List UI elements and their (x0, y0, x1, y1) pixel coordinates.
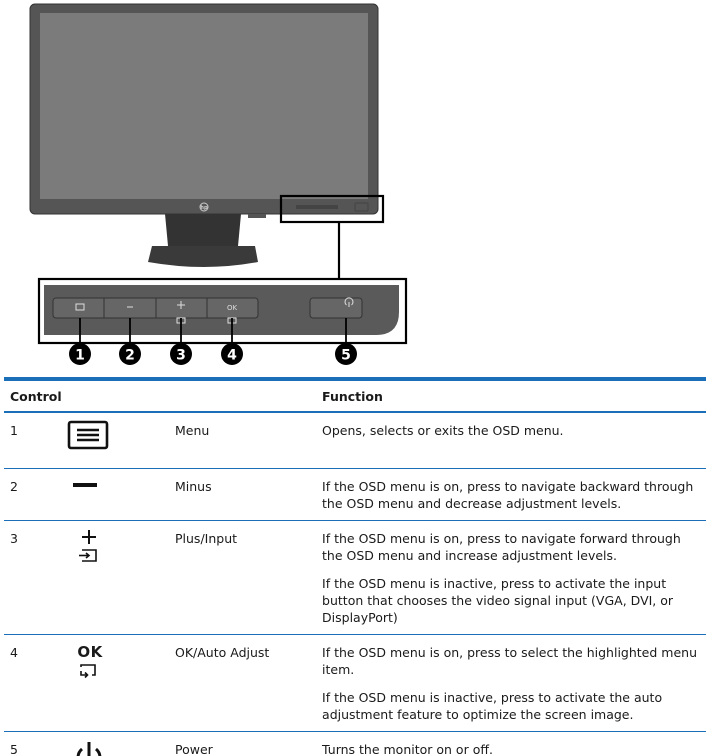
table-row: 2 Minus If the OSD menu is on, press to … (4, 468, 707, 520)
control-function: Opens, selects or exits the OSD menu. (322, 423, 564, 438)
control-name: Menu (175, 423, 210, 438)
plus-input-icon (79, 529, 97, 562)
svg-text:3: 3 (176, 348, 186, 364)
header-function: Function (322, 388, 383, 404)
control-name: Power (175, 741, 213, 756)
row-number: 5 (10, 741, 18, 756)
controls-table: Control Function 1 Menu Opens, selects o… (4, 377, 707, 756)
menu-icon (67, 420, 109, 450)
zoom-panel-frame (37, 277, 408, 345)
panel-power-button (309, 297, 363, 319)
monitor-stand-base (148, 246, 258, 267)
ok-auto-icon: OK (67, 644, 107, 680)
control-name: Plus/Input (175, 530, 238, 546)
svg-text:1: 1 (75, 348, 85, 364)
svg-text:4: 4 (227, 348, 237, 364)
callout-4: 4 (221, 343, 243, 365)
table-row: 1 Menu Opens, selects or exits the OSD m… (4, 412, 707, 468)
row-number: 2 (10, 478, 18, 494)
svg-text:hp: hp (200, 205, 208, 211)
control-function: If the OSD menu is on, press to navigate… (322, 478, 694, 511)
minus-icon (73, 482, 97, 487)
callout-2: 2 (119, 343, 141, 365)
control-name: OK/Auto Adjust (175, 644, 270, 660)
zoom-frame (279, 194, 385, 224)
control-function: If the OSD menu is on, press to navigate… (322, 530, 681, 625)
svg-text:2: 2 (125, 348, 135, 364)
row-number: 4 (10, 644, 18, 660)
svg-text:5: 5 (341, 348, 351, 364)
table-row: 4 OK OK/Auto Adjust If the OSD menu is o… (4, 634, 707, 731)
header-control: Control (10, 388, 62, 404)
row-number: 1 (10, 423, 18, 438)
table-row: 3 Plus/Input If the OSD menu is on, pres… (4, 520, 707, 634)
callout-5: 5 (335, 343, 357, 365)
ok-label: OK (77, 642, 103, 661)
panel-power-icon (344, 297, 354, 307)
table-header-row: Control Function (4, 379, 707, 412)
auto-adjust-icon (80, 663, 96, 678)
control-name: Minus (175, 478, 212, 494)
callout-1: 1 (69, 343, 91, 365)
hp-logo: hp (199, 202, 209, 212)
leader-lines (79, 318, 347, 343)
callout-3: 3 (170, 343, 192, 365)
monitor-stand-neck (165, 214, 241, 246)
power-icon (76, 741, 102, 756)
panel-menu-icon (75, 303, 85, 311)
panel-ok-label: OK (227, 304, 238, 312)
monitor-screen (40, 13, 368, 199)
control-function: Turns the monitor on or off. (322, 741, 493, 756)
control-function: If the OSD menu is on, press to select t… (322, 644, 697, 722)
monitor-illustration: hp OK 1 2 (29, 3, 408, 365)
table-row: 5 Power Turns the monitor on or off. (4, 731, 706, 756)
row-number: 3 (10, 530, 18, 546)
